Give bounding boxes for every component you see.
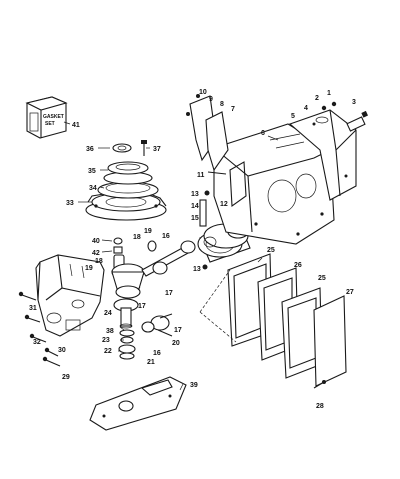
callout-19b: 19 xyxy=(85,265,93,272)
callout-42: 42 xyxy=(92,250,100,257)
callout-30: 30 xyxy=(58,347,66,354)
kit-label-line-2: SET xyxy=(45,121,55,127)
callout-6: 6 xyxy=(261,130,265,137)
callout-18b: 18 xyxy=(95,258,103,265)
callout-22: 22 xyxy=(104,348,112,355)
callout-numbers: 1 2 3 4 5 6 7 8 9 10 11 12 13 13 14 15 1… xyxy=(29,89,356,410)
callout-12: 12 xyxy=(220,201,228,208)
callout-3: 3 xyxy=(352,99,356,106)
callout-20: 20 xyxy=(172,340,180,347)
callout-38: 38 xyxy=(106,328,114,335)
gasket-set-box: GASKET SET xyxy=(25,96,68,139)
crankshaft xyxy=(111,254,145,329)
callout-17c: 17 xyxy=(174,327,182,334)
leader-lines xyxy=(63,121,279,391)
callout-1: 1 xyxy=(327,90,331,97)
callout-29: 29 xyxy=(62,374,70,381)
callout-2: 2 xyxy=(315,95,319,102)
bottom-gasket-plate xyxy=(89,376,187,431)
callout-34: 34 xyxy=(89,185,97,192)
callout-13b: 13 xyxy=(193,266,201,273)
callout-39: 39 xyxy=(190,382,198,389)
callout-31: 31 xyxy=(29,305,37,312)
callout-7: 7 xyxy=(231,106,235,113)
callout-10: 10 xyxy=(199,89,207,96)
kit-label-line-1: GASKET xyxy=(43,114,64,120)
callout-41: 41 xyxy=(72,122,80,129)
callout-19a: 19 xyxy=(144,228,152,235)
callout-11: 11 xyxy=(197,172,205,179)
callout-4: 4 xyxy=(304,105,308,112)
seal-stack xyxy=(118,329,136,360)
callout-24: 24 xyxy=(104,310,112,317)
reed-plates xyxy=(186,94,229,175)
callout-16b: 16 xyxy=(153,350,161,357)
callout-23: 23 xyxy=(102,337,110,344)
cylinder-block xyxy=(213,123,335,245)
callout-21: 21 xyxy=(147,359,155,366)
callout-16a: 16 xyxy=(162,233,170,240)
callout-8: 8 xyxy=(220,101,224,108)
callout-26: 26 xyxy=(294,262,302,269)
key-and-pin xyxy=(113,237,123,254)
callout-35: 35 xyxy=(88,168,96,175)
callout-36: 36 xyxy=(86,146,94,153)
callout-13a: 13 xyxy=(191,191,199,198)
callout-27: 27 xyxy=(346,289,354,296)
callout-14: 14 xyxy=(191,203,199,210)
callout-37: 37 xyxy=(153,146,161,153)
callout-17a: 17 xyxy=(165,290,173,297)
cylinder-head xyxy=(288,101,368,201)
callout-15: 15 xyxy=(191,215,199,222)
callout-32: 32 xyxy=(33,339,41,346)
callout-17b: 17 xyxy=(138,303,146,310)
callout-25b: 25 xyxy=(318,275,326,282)
callout-9: 9 xyxy=(209,96,213,103)
cover-gaskets xyxy=(227,253,347,389)
crankcase-block xyxy=(35,254,105,337)
callout-25a: 25 xyxy=(267,247,275,254)
connecting-rod xyxy=(141,240,196,337)
flywheel-plate-stack xyxy=(85,140,167,221)
callout-28: 28 xyxy=(316,403,324,410)
callout-40: 40 xyxy=(92,238,100,245)
callout-18a: 18 xyxy=(133,234,141,241)
callout-33: 33 xyxy=(66,200,74,207)
crankcase-bolts xyxy=(18,291,61,367)
callout-5: 5 xyxy=(291,113,295,120)
